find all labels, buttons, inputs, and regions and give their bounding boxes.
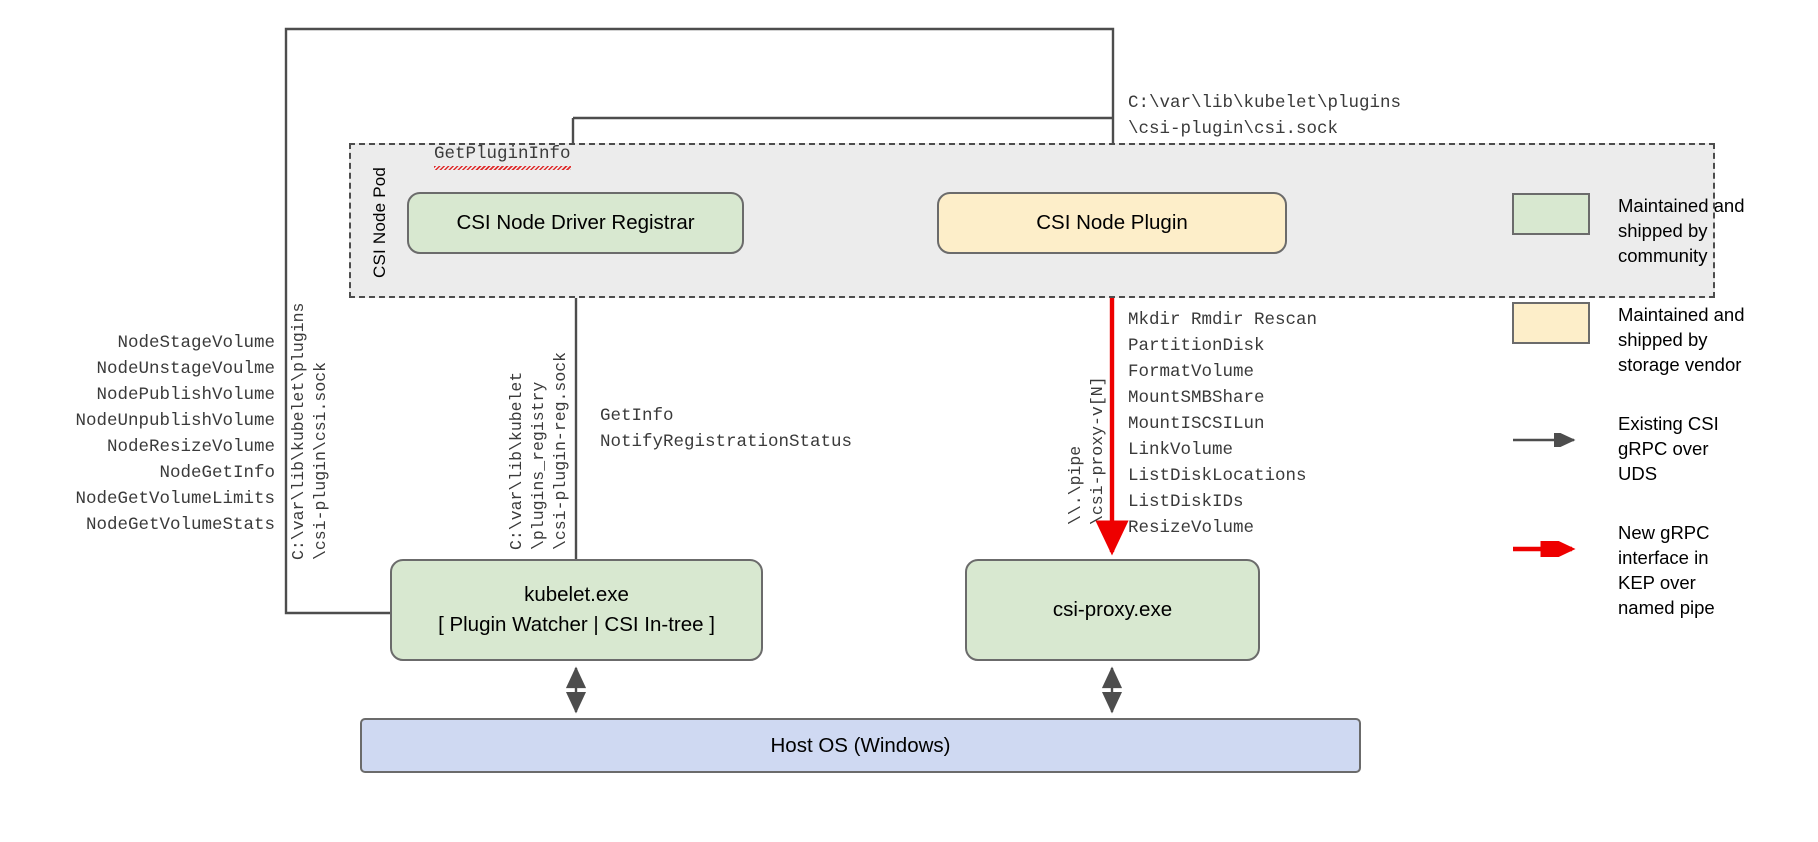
legend-item-community: Maintained and shipped by community — [1512, 193, 1812, 268]
node-host-os-label: Host OS (Windows) — [770, 733, 951, 757]
get-plugin-info-text: GetPluginInfo — [434, 141, 571, 170]
legend-arrow-gray-cell — [1512, 411, 1590, 453]
node-csi-node-driver-registrar[interactable]: CSI Node Driver Registrar — [407, 192, 744, 254]
legend: Maintained and shipped by community Main… — [1512, 193, 1812, 654]
edge-label-named-pipe-path: \\.\pipe \csi-proxy-v[N] — [1066, 376, 1107, 525]
legend-swatch-storage-vendor — [1512, 302, 1590, 344]
arrow-right-red-icon — [1513, 541, 1576, 557]
edge-label-kubelet-csi-socket-path: C:\var\lib\kubelet\plugins \csi-plugin\c… — [289, 302, 330, 560]
legend-label-community: Maintained and shipped by community — [1618, 195, 1745, 266]
node-kubelet-exe-label: kubelet.exe — [524, 583, 629, 606]
node-host-os[interactable]: Host OS (Windows) — [360, 718, 1361, 773]
legend-swatch-community — [1512, 193, 1590, 235]
legend-arrow-red-cell — [1512, 520, 1590, 562]
legend-label-storage-vendor: Maintained and shipped by storage vendor — [1618, 304, 1745, 375]
edge-label-plugin-socket-path: C:\var\lib\kubelet\plugins \csi-plugin\c… — [1128, 93, 1402, 139]
node-kubelet-exe[interactable]: kubelet.exe [ Plugin Watcher | CSI In-tr… — [390, 559, 763, 661]
legend-item-new-grpc-kep: New gRPC interface in KEP over named pip… — [1512, 520, 1812, 620]
legend-label-new-grpc-kep: New gRPC interface in KEP over named pip… — [1618, 522, 1715, 618]
legend-label-existing-csi-grpc: Existing CSI gRPC over UDS — [1618, 413, 1719, 484]
node-csi-node-plugin[interactable]: CSI Node Plugin — [937, 192, 1287, 254]
csi-proxy-api-list: Mkdir Rmdir Rescan PartitionDisk FormatV… — [1128, 310, 1318, 538]
edge-label-registrar-calls: GetInfo NotifyRegistrationStatus — [600, 406, 853, 452]
node-csi-node-plugin-label: CSI Node Plugin — [1036, 211, 1188, 234]
node-csi-proxy-exe[interactable]: csi-proxy.exe — [965, 559, 1260, 661]
node-csi-node-driver-registrar-label: CSI Node Driver Registrar — [456, 211, 695, 234]
node-csi-proxy-exe-label: csi-proxy.exe — [1052, 598, 1173, 621]
legend-item-existing-csi-grpc: Existing CSI gRPC over UDS — [1512, 411, 1812, 486]
edge-label-registry-socket-path: C:\var\lib\kubelet \plugins_registry \cs… — [507, 351, 570, 550]
arrow-right-gray-icon — [1513, 433, 1576, 447]
csi-node-rpc-list: NodeStageVolume NodeUnstageVoulme NodePu… — [75, 333, 275, 535]
csi-node-pod-label: CSI Node Pod — [370, 166, 389, 278]
legend-item-storage-vendor: Maintained and shipped by storage vendor — [1512, 302, 1812, 377]
node-kubelet-exe-sublabel: [ Plugin Watcher | CSI In-tree ] — [438, 613, 715, 636]
edge-label-get-plugin-info: GetPluginInfo — [392, 115, 571, 193]
